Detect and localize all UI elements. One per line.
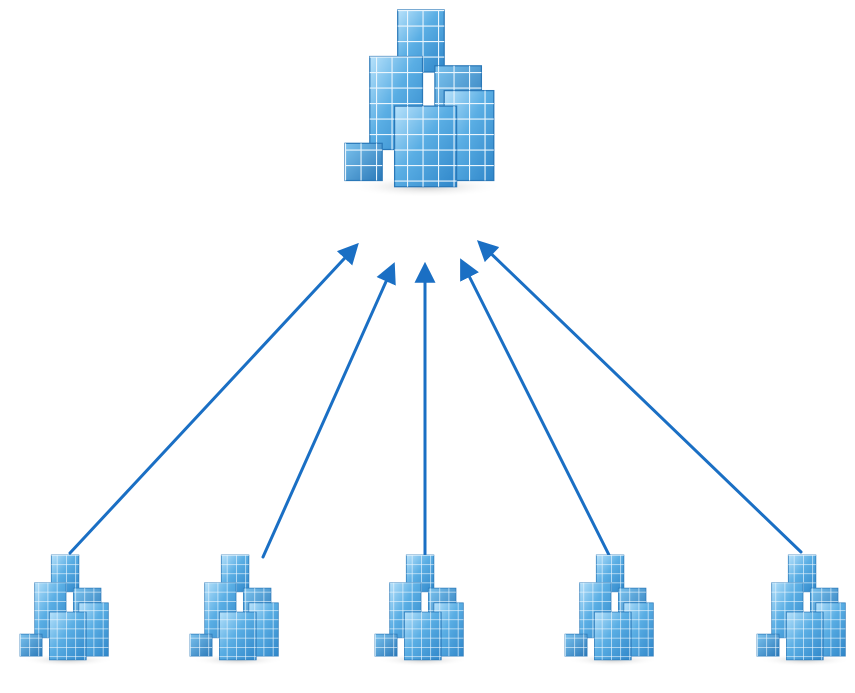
office-buildings-node-5-icon	[756, 554, 852, 667]
arrow-node-2-to-hub	[261, 262, 396, 559]
office-buildings-node-2-icon	[189, 554, 285, 667]
edges-group	[68, 240, 803, 559]
nodes-group	[19, 9, 852, 667]
office-buildings-node-1-icon	[19, 554, 115, 667]
arrow-node-1-to-hub	[68, 242, 359, 555]
office-buildings-node-3-icon	[374, 554, 470, 667]
arrow-node-5-to-hub	[476, 240, 803, 554]
office-buildings-hub-icon	[344, 9, 504, 199]
office-buildings-node-4-icon	[564, 554, 660, 667]
arrow-node-4-to-hub	[460, 258, 611, 557]
